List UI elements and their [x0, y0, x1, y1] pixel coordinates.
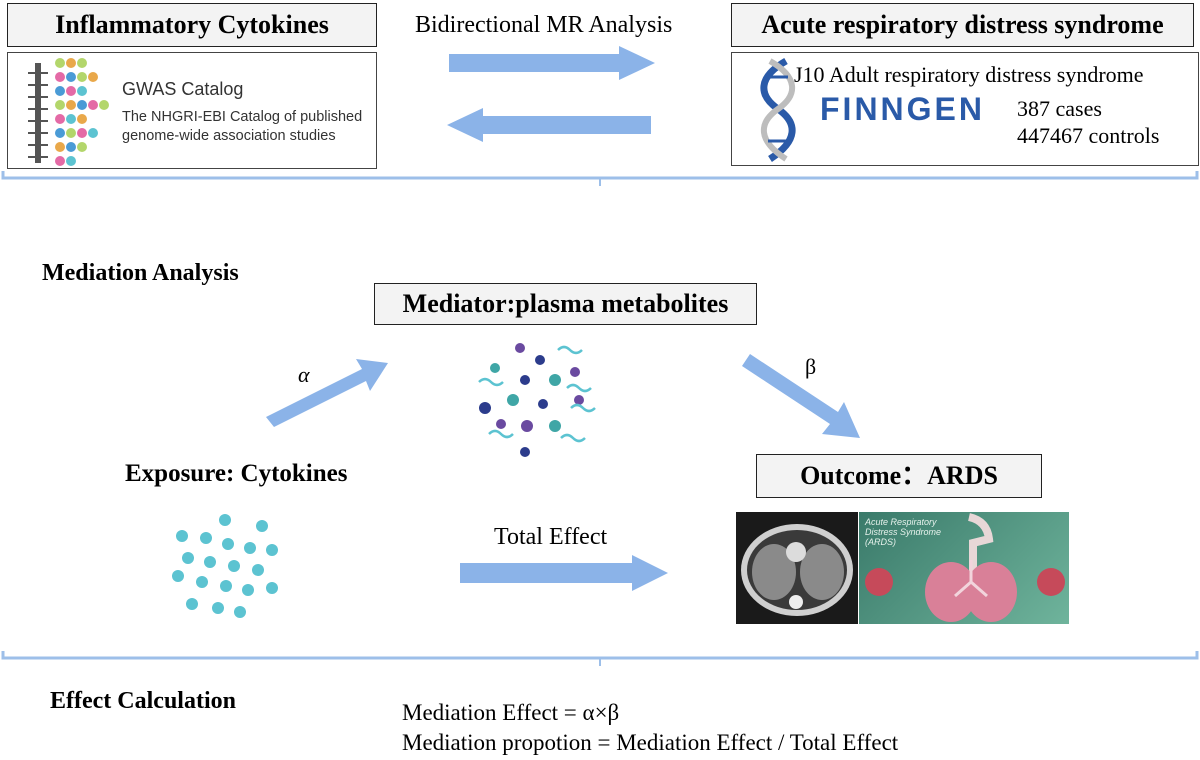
effect-calculation-heading: Effect Calculation: [50, 688, 236, 714]
reverse-arrow-icon: [447, 108, 651, 142]
total-effect-arrow-icon: [460, 555, 668, 591]
metabolites-cluster-icon: [478, 343, 596, 457]
gwas-catalog-panel: GWAS Catalog The NHGRI-EBI Catalog of pu…: [7, 52, 377, 169]
bidirectional-mr-label: Bidirectional MR Analysis: [415, 12, 673, 38]
gwas-logo-title: GWAS Catalog: [122, 79, 244, 99]
formula-mediation-effect: Mediation Effect = α×β: [402, 700, 620, 725]
finngen-controls: 447467 controls: [1017, 123, 1160, 148]
outcome-ards-box: Outcome：ARDS: [756, 454, 1042, 498]
dna-helix-icon: [760, 57, 796, 162]
gwas-desc-line2: genome-wide association studies: [122, 128, 336, 144]
outcome-title: Acute respiratory distress syndrome: [761, 10, 1164, 39]
ards-image-title-line2: Distress Syndrome: [865, 527, 942, 537]
finngen-panel: J10 Adult respiratory distress syndrome …: [731, 52, 1199, 166]
exposure-title-box: Inflammatory Cytokines: [7, 3, 377, 47]
outcome-ards-title: Outcome：ARDS: [800, 461, 998, 490]
ards-image-title-line3: (ARDS): [865, 537, 896, 547]
mediator-title-box: Mediator:plasma metabolites: [374, 283, 757, 325]
ards-illustration: Acute Respiratory Distress Syndrome (ARD…: [859, 512, 1069, 624]
gwas-logo-icon: [28, 58, 109, 166]
finngen-endpoint: J10 Adult respiratory distress syndrome: [794, 62, 1144, 87]
exposure-label: Exposure: Cytokines: [125, 460, 348, 487]
finngen-logo-text: FINNGEN: [820, 91, 985, 127]
total-effect-label: Total Effect: [494, 524, 608, 550]
beta-arrow-icon: [742, 354, 860, 438]
alpha-label: α: [298, 362, 310, 387]
section-divider-bottom: [1, 651, 1199, 666]
lungs-icon: [865, 513, 1065, 622]
section-divider-top: [1, 171, 1199, 186]
forward-arrow-icon: [449, 46, 655, 80]
formula-mediation-proportion: Mediation propotion = Mediation Effect /…: [402, 730, 899, 755]
mediation-analysis-heading: Mediation Analysis: [42, 260, 239, 286]
cytokines-cluster-icon: [172, 514, 278, 618]
exposure-title: Inflammatory Cytokines: [55, 10, 329, 39]
alpha-arrow-icon: [266, 359, 388, 427]
beta-label: β: [805, 354, 817, 379]
mediator-title: Mediator:plasma metabolites: [402, 289, 729, 318]
outcome-title-box: Acute respiratory distress syndrome: [731, 3, 1194, 47]
ct-scan-image: [736, 512, 858, 624]
finngen-cases: 387 cases: [1017, 96, 1102, 121]
ards-image-title-line1: Acute Respiratory: [865, 517, 937, 527]
gwas-desc-line1: The NHGRI-EBI Catalog of published: [122, 109, 363, 125]
